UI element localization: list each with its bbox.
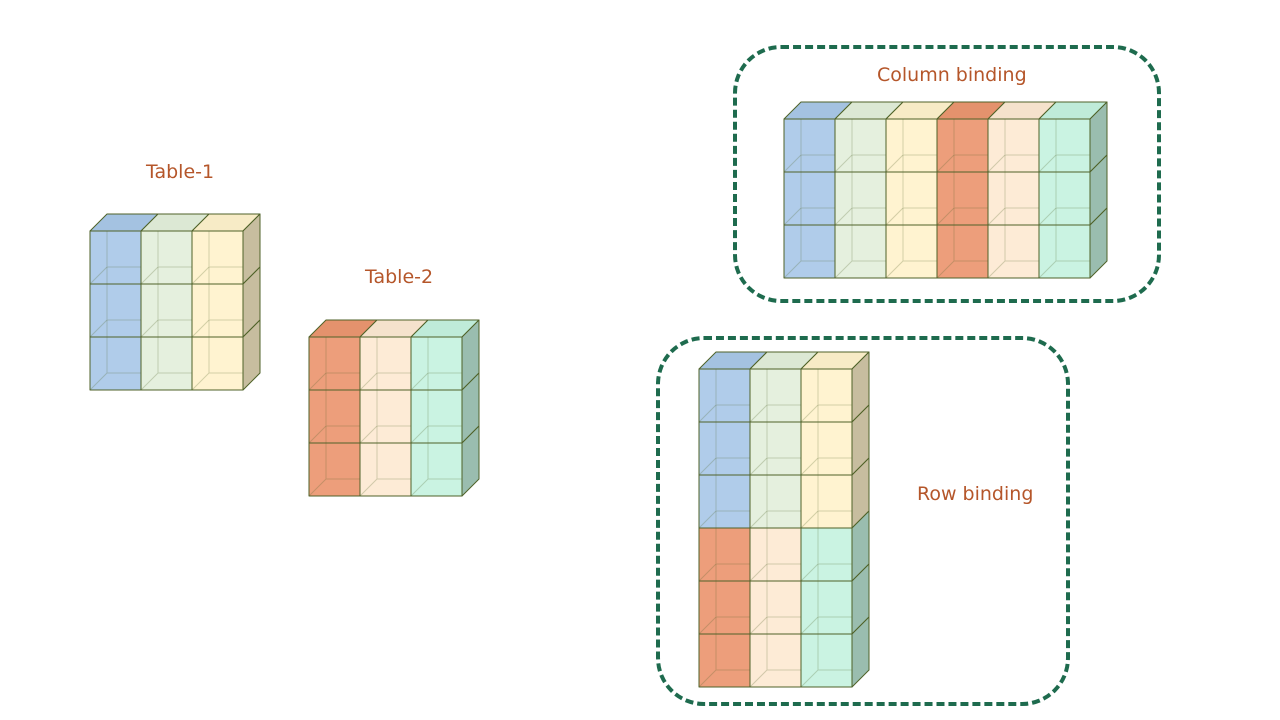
- cube-hidden-edges: [698, 564, 750, 635]
- cube-hidden-edges: [698, 617, 750, 688]
- cube-hidden-edges: [834, 155, 886, 226]
- cube-hidden-edges: [698, 511, 750, 582]
- cube-hidden-edges: [800, 617, 852, 688]
- cube-hidden-edges: [89, 214, 141, 285]
- cube-hidden-edges: [359, 426, 411, 497]
- cube-hidden-edges: [191, 267, 243, 338]
- cube-hidden-edges: [89, 267, 141, 338]
- cube-hidden-edges: [410, 426, 462, 497]
- cube-hidden-edges: [834, 208, 886, 279]
- cube-hidden-edges: [140, 320, 192, 391]
- cube-hidden-edges: [783, 155, 835, 226]
- cube-hidden-edges: [308, 373, 360, 444]
- cube-side-face: [851, 616, 870, 688]
- table-2-label: Table-2: [365, 266, 434, 288]
- cube-hidden-edges: [1038, 155, 1090, 226]
- cube-hidden-edges: [308, 320, 360, 391]
- table-1-label: Table-1: [146, 161, 215, 183]
- cube-hidden-edges: [987, 155, 1039, 226]
- cube-hidden-edges: [987, 102, 1039, 173]
- cube-side-face: [1089, 207, 1108, 279]
- column-binding-group: [733, 45, 1161, 303]
- cube-hidden-edges: [1038, 208, 1090, 279]
- cube-hidden-edges: [191, 214, 243, 285]
- table-2-cubes: [308, 319, 480, 497]
- cube-hidden-edges: [800, 405, 852, 476]
- cube-hidden-edges: [308, 426, 360, 497]
- column-binding-label: Column binding: [877, 64, 1027, 86]
- table-1-cubes: [89, 213, 261, 391]
- row-binding-cubes: [698, 351, 870, 688]
- cube-hidden-edges: [698, 405, 750, 476]
- cube-hidden-edges: [359, 320, 411, 391]
- cube-hidden-edges: [936, 155, 988, 226]
- cube-hidden-edges: [410, 320, 462, 391]
- row-binding-label: Row binding: [917, 483, 1034, 505]
- cube-hidden-edges: [885, 208, 937, 279]
- cube-hidden-edges: [749, 405, 801, 476]
- cube-hidden-edges: [1038, 102, 1090, 173]
- cube-hidden-edges: [698, 458, 750, 529]
- cube-hidden-edges: [140, 267, 192, 338]
- cube-hidden-edges: [191, 320, 243, 391]
- cube-hidden-edges: [800, 511, 852, 582]
- cube-hidden-edges: [749, 564, 801, 635]
- column-binding-cubes: [783, 101, 1108, 279]
- cube-hidden-edges: [987, 208, 1039, 279]
- cube-hidden-edges: [140, 214, 192, 285]
- cube-hidden-edges: [800, 458, 852, 529]
- cube-hidden-edges: [410, 373, 462, 444]
- cube-hidden-edges: [800, 564, 852, 635]
- cube-hidden-edges: [936, 102, 988, 173]
- cube-side-face: [242, 319, 261, 391]
- cube-hidden-edges: [885, 155, 937, 226]
- cube-hidden-edges: [936, 208, 988, 279]
- cube-hidden-edges: [749, 352, 801, 423]
- cube-hidden-edges: [834, 102, 886, 173]
- cube-hidden-edges: [749, 511, 801, 582]
- cube-hidden-edges: [800, 352, 852, 423]
- cube-hidden-edges: [89, 320, 141, 391]
- row-binding-group: [656, 336, 1070, 706]
- cube-hidden-edges: [359, 373, 411, 444]
- cube-hidden-edges: [885, 102, 937, 173]
- cube-hidden-edges: [698, 352, 750, 423]
- cube-hidden-edges: [783, 102, 835, 173]
- cube-hidden-edges: [749, 617, 801, 688]
- cube-hidden-edges: [749, 458, 801, 529]
- cube-hidden-edges: [783, 208, 835, 279]
- cube-side-face: [461, 425, 480, 497]
